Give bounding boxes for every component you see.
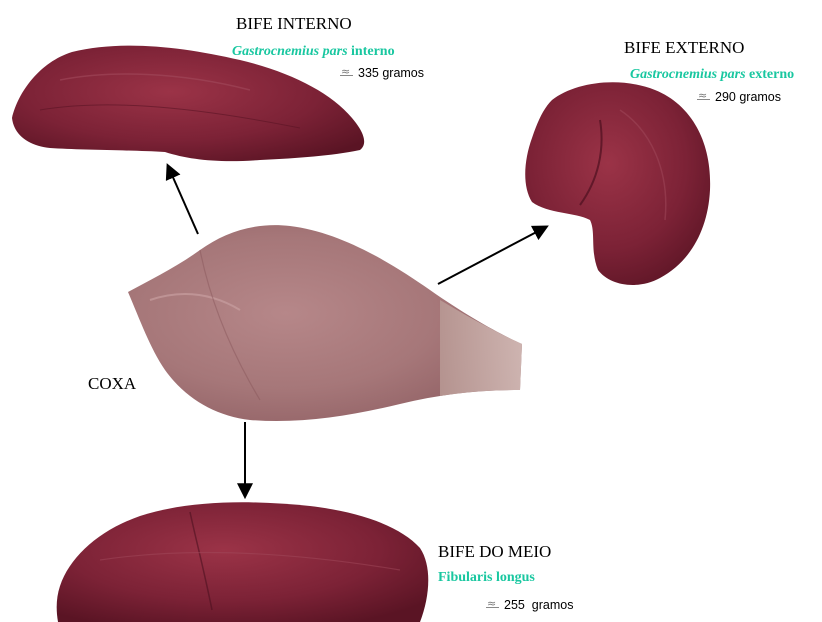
bife-do-meio-image — [57, 502, 429, 622]
bife-externo-weight-row: 290 gramos — [697, 90, 781, 104]
bife-do-meio-title: BIFE DO MEIO — [438, 542, 551, 562]
bife-interno-latin-plain: interno — [351, 44, 395, 59]
bife-do-meio-latin: Fibularis longus — [438, 570, 535, 586]
bife-externo-latin-plain: externo — [749, 67, 794, 82]
approx-icon — [340, 67, 354, 79]
arrow-to-bife-interno — [168, 166, 198, 234]
bife-externo-latin-italic: Gastrocnemius pars — [630, 67, 746, 82]
bife-do-meio-weight: 255 gramos — [504, 598, 573, 612]
bife-interno-title: BIFE INTERNO — [236, 14, 352, 34]
bife-externo-weight: 290 gramos — [715, 90, 781, 104]
bife-interno-weight-row: 335 gramos — [340, 66, 424, 80]
bife-externo-title: BIFE EXTERNO — [624, 38, 744, 58]
bife-interno-weight: 335 gramos — [358, 66, 424, 80]
approx-icon — [697, 91, 711, 103]
arrow-to-bife-externo — [438, 227, 546, 284]
approx-icon — [486, 599, 500, 611]
bife-interno-latin-italic: Gastrocnemius pars — [232, 44, 348, 59]
coxa-image — [128, 225, 522, 421]
coxa-title: COXA — [88, 374, 136, 394]
bife-interno-image — [12, 46, 364, 162]
bife-interno-latin: Gastrocnemius pars interno — [232, 44, 395, 60]
bife-do-meio-weight-row: 255 gramos — [486, 598, 573, 612]
bife-externo-image — [525, 82, 710, 285]
bife-externo-latin: Gastrocnemius pars externo — [630, 67, 794, 83]
